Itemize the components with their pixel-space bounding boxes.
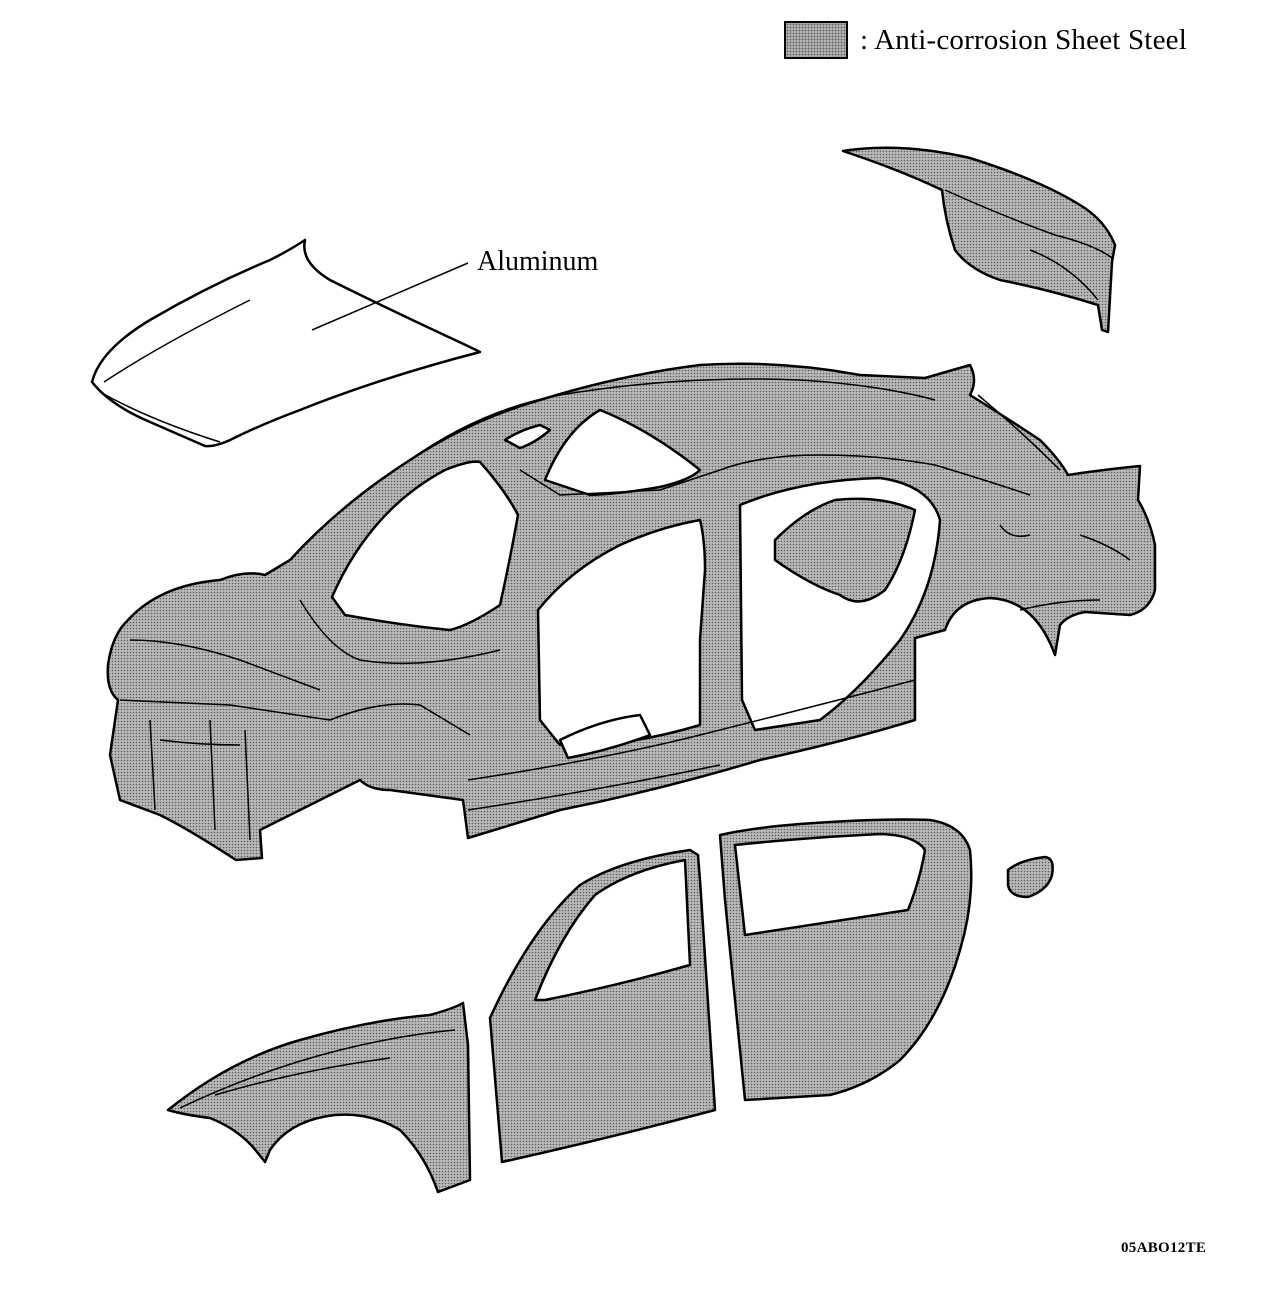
front-door-panel bbox=[488, 848, 717, 1164]
legend-swatch bbox=[784, 21, 848, 59]
legend: : Anti-corrosion Sheet Steel bbox=[784, 20, 1187, 60]
body-shell bbox=[106, 362, 1157, 862]
hood-panel bbox=[90, 238, 482, 448]
trunk-lid-panel bbox=[841, 146, 1117, 334]
aluminum-callout: Aluminum bbox=[477, 246, 599, 277]
aluminum-leader-line bbox=[311, 262, 469, 331]
legend-label: : Anti-corrosion Sheet Steel bbox=[860, 23, 1187, 56]
fuel-filler-door bbox=[1006, 855, 1054, 899]
figure-code: 05ABO12TE bbox=[1121, 1240, 1207, 1256]
rear-door-panel bbox=[718, 818, 973, 1102]
front-fender-panel bbox=[166, 1001, 472, 1194]
